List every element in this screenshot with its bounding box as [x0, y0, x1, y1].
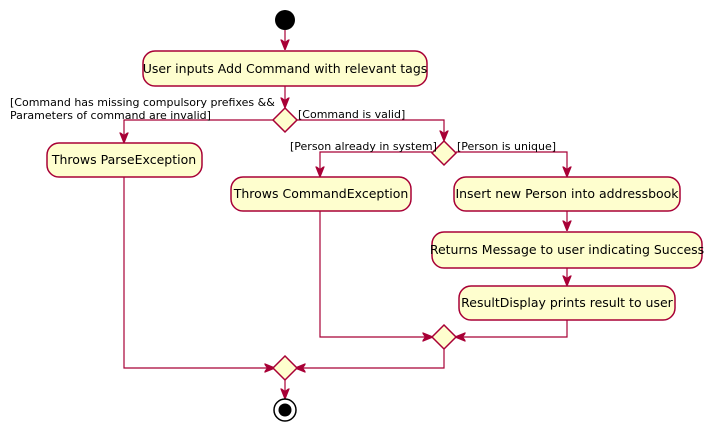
guard-already-in-system: [Person already in system] — [290, 140, 437, 153]
edge-already-branch — [320, 151, 432, 176]
edges — [124, 30, 567, 398]
activity-result-display: ResultDisplay prints result to user — [458, 285, 676, 321]
edge-invalid-branch — [124, 119, 274, 142]
activity-insert-person-label: Insert new Person into addressbook — [455, 186, 679, 201]
activity-user-inputs: User inputs Add Command with relevant ta… — [142, 50, 428, 87]
guard-valid: [Command is valid] — [298, 108, 405, 121]
activity-throws-parse-exception-label: Throws ParseException — [51, 152, 196, 167]
activity-returns-message: Returns Message to user indicating Succe… — [430, 231, 704, 269]
activity-user-inputs-label: User inputs Add Command with relevant ta… — [143, 61, 428, 76]
start-node — [275, 10, 295, 30]
activity-throws-command-exception: Throws CommandException — [230, 176, 412, 212]
activity-insert-person: Insert new Person into addressbook — [453, 176, 681, 212]
edge-parse-exception-to-merge — [123, 177, 274, 368]
guard-invalid-line2: Parameters of command are invalid] — [10, 109, 211, 122]
activity-result-display-label: ResultDisplay prints result to user — [461, 295, 674, 310]
decision-command-valid — [271, 106, 299, 134]
edge-unique-branch — [456, 151, 567, 176]
activity-throws-parse-exception: Throws ParseException — [46, 142, 203, 178]
edge-command-exception-to-merge — [319, 211, 432, 337]
activity-throws-command-exception-label: Throws CommandException — [233, 186, 409, 201]
activity-returns-message-label: Returns Message to user indicating Succe… — [430, 242, 704, 257]
edge-valid-branch — [296, 119, 444, 140]
decision-person-unique — [430, 139, 458, 167]
edge-display-to-merge — [456, 320, 568, 337]
guard-unique: [Person is unique] — [457, 140, 556, 153]
guard-invalid-line1: [Command has missing compulsory prefixes… — [10, 96, 275, 109]
end-node — [273, 398, 297, 422]
merge-node-inner — [430, 323, 458, 351]
merge-node-final — [271, 354, 299, 382]
edge-inner-merge-to-final-merge — [296, 349, 445, 368]
